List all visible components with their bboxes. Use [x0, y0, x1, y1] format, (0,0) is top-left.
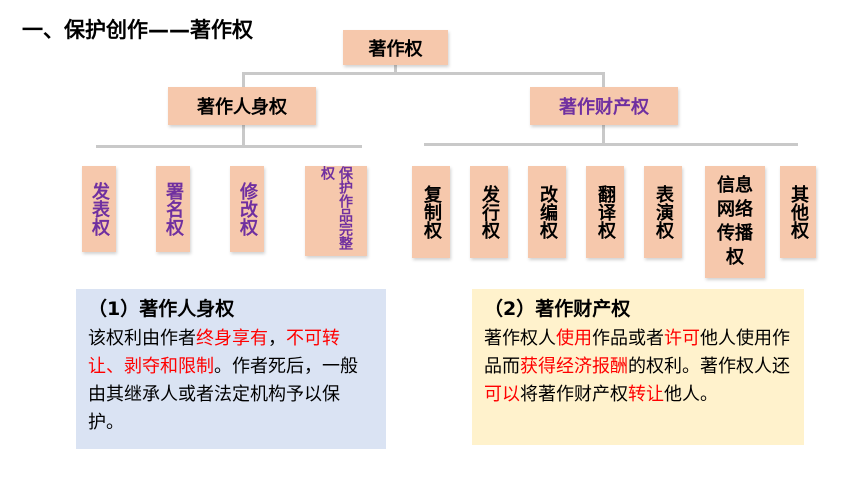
leaf-distribution-right: 发行权	[470, 166, 508, 258]
connector-property-horizontal	[424, 143, 798, 146]
leaf-attribution-right: 署名权	[156, 166, 190, 252]
connector-personal-down	[242, 125, 245, 147]
leaf-network-right: 信息网络传播权	[705, 166, 765, 278]
leaf-other-rights: 其他权	[780, 166, 816, 258]
personal-rights-panel: （1）著作人身权 该权利由作者终身享有，不可转让、剥夺和限制。作者死后，一般由其…	[76, 289, 386, 449]
leaf-reproduction-right: 复制权	[412, 166, 450, 258]
property-text-seg: 将著作财产权	[520, 384, 628, 405]
personal-rights-heading: （1）著作人身权	[88, 298, 235, 320]
property-text-seg: 使用	[556, 328, 592, 349]
property-text-seg: 作品或者	[592, 328, 664, 349]
connector-property-down	[602, 125, 605, 145]
personal-text-seg: 终身享有	[196, 328, 268, 349]
root-node: 著作权	[343, 30, 448, 65]
connector-root-down	[394, 65, 397, 74]
personal-rights-node: 著作人身权	[168, 87, 316, 125]
personal-text-seg: 。作者死后，一般由其继承人或者法定机构予以保护。	[88, 356, 358, 433]
leaf-translation-right: 翻译权	[586, 166, 624, 258]
connector-property-up	[602, 72, 605, 87]
connector-level1-horizontal	[242, 72, 604, 75]
property-text-seg: 他人使用作品而	[484, 328, 790, 377]
personal-text-seg: 不可转让、剥夺和限制	[88, 328, 340, 377]
personal-text-seg: 该权利由作者	[88, 328, 196, 349]
property-rights-node: 著作财产权	[530, 87, 678, 125]
personal-rights-text: 该权利由作者终身享有，不可转让、剥夺和限制。作者死后，一般由其继承人或者法定机构…	[88, 325, 374, 437]
property-text-seg: 获得经济报酬	[520, 356, 628, 377]
property-text-seg: 著作权人	[484, 328, 556, 349]
property-text-seg: 许可	[664, 328, 700, 349]
property-rights-text: 著作权人使用作品或者许可他人使用作品而获得经济报酬的权利。著作权人还可以将著作财…	[484, 325, 792, 409]
personal-text-seg: ，	[268, 328, 286, 349]
property-text-seg: 的权利。著作权人还	[628, 356, 790, 377]
leaf-publication-right: 发表权	[82, 166, 116, 252]
leaf-integrity-right: 保护作品完整权	[305, 166, 367, 256]
connector-personal-up	[242, 72, 245, 87]
property-text-seg: 可以	[484, 384, 520, 405]
page-title: 一、保护创作——著作权	[22, 18, 253, 42]
connector-personal-horizontal	[96, 145, 362, 148]
property-rights-panel: （2）著作财产权 著作权人使用作品或者许可他人使用作品而获得经济报酬的权利。著作…	[472, 289, 804, 445]
leaf-performance-right: 表演权	[644, 166, 682, 258]
property-rights-heading: （2）著作财产权	[484, 298, 631, 320]
leaf-adaptation-right: 改编权	[528, 166, 566, 258]
leaf-revision-right: 修改权	[230, 166, 264, 252]
property-text-seg: 转让	[628, 384, 664, 405]
property-text-seg: 他人。	[664, 384, 718, 405]
